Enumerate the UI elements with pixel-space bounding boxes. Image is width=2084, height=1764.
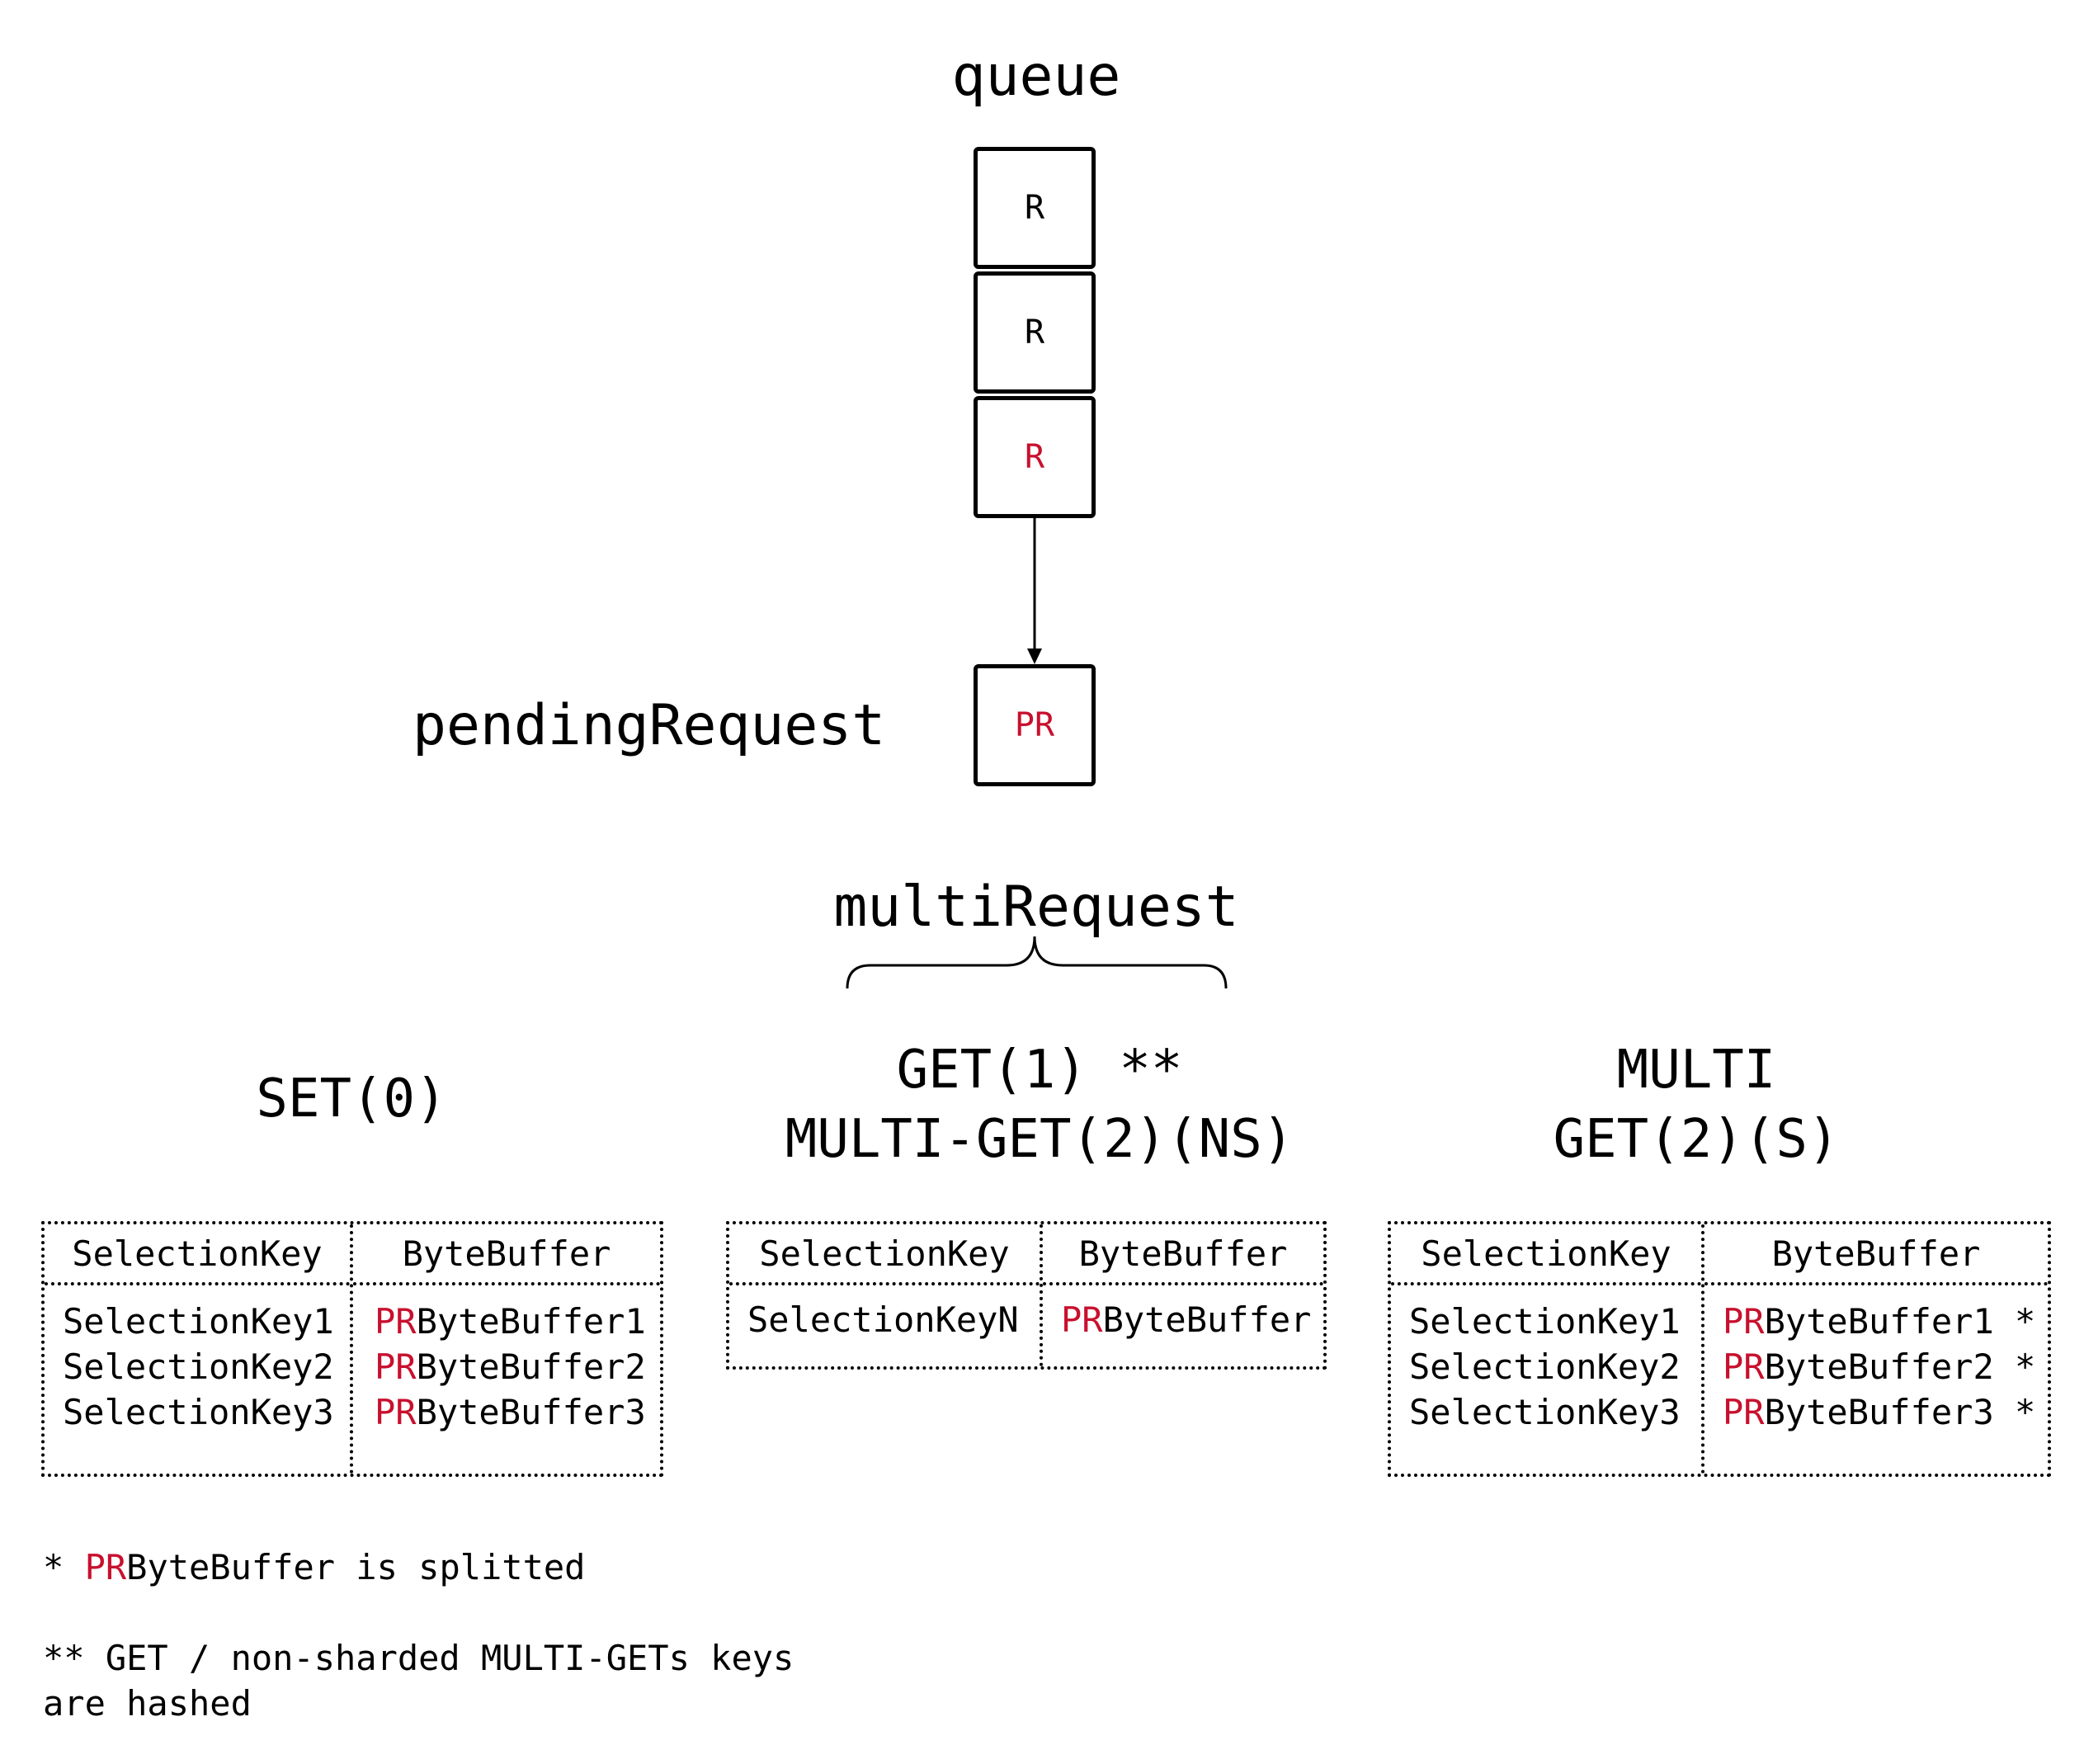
buffer-name: ByteBuffer1 <box>416 1301 646 1342</box>
pr-prefix: PR <box>375 1392 417 1432</box>
queue-item: R <box>974 271 1096 394</box>
multi-request-brace <box>846 936 1228 989</box>
multi-heading: MULTI GET(2)(S) <box>1449 1035 1944 1174</box>
set-key-column: SelectionKey SelectionKey1 SelectionKey2… <box>45 1224 350 1474</box>
table-cell: PRByteBuffer3 <box>353 1389 660 1435</box>
queue-item-label: R <box>1024 189 1045 227</box>
get-table: SelectionKey SelectionKeyN ByteBuffer PR… <box>726 1221 1327 1370</box>
multi-request-label: multiRequest <box>833 875 1239 940</box>
pr-prefix: PR <box>1723 1392 1765 1432</box>
column-header: SelectionKey <box>1391 1224 1701 1285</box>
pending-request-box: PR <box>974 664 1096 786</box>
table-cell: PRByteBuffer2 <box>353 1344 660 1389</box>
set-heading-line: SET(0) <box>256 1068 447 1130</box>
table-cell: SelectionKey2 <box>1409 1347 1681 1387</box>
set-buffer-column: ByteBuffer PRByteBuffer1 PRByteBuffer2 P… <box>350 1224 660 1474</box>
table-cell: SelectionKey3 <box>63 1392 334 1432</box>
multi-table: SelectionKey SelectionKey1 SelectionKey2… <box>1388 1221 2051 1477</box>
get-heading-line1: GET(1) ** <box>896 1040 1183 1101</box>
queue-item-label: R <box>1024 438 1045 476</box>
footnote-text: ByteBuffer is splitted <box>126 1547 586 1587</box>
table-cell: SelectionKey1 <box>1409 1301 1681 1342</box>
pending-request-label: pendingRequest <box>413 693 886 758</box>
pr-prefix: PR <box>1723 1347 1765 1387</box>
queue-item: R <box>974 147 1096 269</box>
table-cell: SelectionKey3 <box>1409 1392 1681 1432</box>
footnote-split: * PRByteBuffer is splitted <box>43 1545 585 1590</box>
table-cell: PRByteBuffer1 <box>353 1299 660 1344</box>
column-header: ByteBuffer <box>1043 1224 1323 1285</box>
column-header: SelectionKey <box>729 1224 1040 1285</box>
queue-item-head: R <box>974 396 1096 518</box>
buffer-name: ByteBuffer3 * <box>1764 1392 2036 1432</box>
table-cell: SelectionKey2 <box>63 1347 334 1387</box>
get-heading: GET(1) ** MULTI-GET(2)(NS) <box>710 1035 1370 1174</box>
buffer-name: ByteBuffer3 <box>416 1392 646 1432</box>
footnote-marker: * <box>43 1547 85 1587</box>
multi-heading-line1: MULTI <box>1616 1040 1776 1101</box>
pr-prefix: PR <box>1723 1301 1765 1342</box>
footnote-hashed-line2: are hashed <box>43 1683 252 1724</box>
buffer-name: ByteBuffer1 * <box>1764 1301 2036 1342</box>
footnote-pr: PR <box>84 1547 127 1587</box>
get-heading-line2: MULTI-GET(2)(NS) <box>785 1109 1294 1170</box>
set-heading: SET(0) <box>186 1064 516 1134</box>
footnote-hashed-line1: ** GET / non-sharded MULTI-GETs keys <box>43 1638 794 1678</box>
pending-request-box-label: PR <box>1014 706 1055 744</box>
table-cell: SelectionKeyN <box>747 1299 1019 1340</box>
get-key-column: SelectionKey SelectionKeyN <box>729 1224 1040 1366</box>
set-table: SelectionKey SelectionKey1 SelectionKey2… <box>41 1221 663 1477</box>
multi-buffer-column: ByteBuffer PRByteBuffer1 * PRByteBuffer2… <box>1701 1224 2048 1474</box>
column-header: ByteBuffer <box>353 1224 660 1285</box>
get-buffer-column: ByteBuffer PRByteBuffer <box>1040 1224 1323 1366</box>
column-header: ByteBuffer <box>1704 1224 2048 1285</box>
buffer-name: ByteBuffer2 <box>416 1347 646 1387</box>
pr-prefix: PR <box>375 1347 417 1387</box>
pr-prefix: PR <box>1061 1299 1103 1340</box>
table-cell: PRByteBuffer1 * <box>1704 1299 2048 1344</box>
dequeue-arrowhead <box>1027 649 1042 664</box>
multi-heading-line2: GET(2)(S) <box>1553 1109 1840 1170</box>
table-cell: SelectionKey1 <box>63 1301 334 1342</box>
queue-title: queue <box>951 44 1121 109</box>
buffer-name: ByteBuffer2 * <box>1764 1347 2036 1387</box>
multi-key-column: SelectionKey SelectionKey1 SelectionKey2… <box>1391 1224 1701 1474</box>
column-header: SelectionKey <box>45 1224 350 1285</box>
table-cell: PRByteBuffer2 * <box>1704 1344 2048 1389</box>
table-cell: PRByteBuffer3 * <box>1704 1389 2048 1435</box>
pr-prefix: PR <box>375 1301 417 1342</box>
buffer-name: ByteBuffer <box>1102 1299 1312 1340</box>
table-cell: PRByteBuffer <box>1043 1297 1323 1342</box>
queue-item-label: R <box>1024 314 1045 351</box>
